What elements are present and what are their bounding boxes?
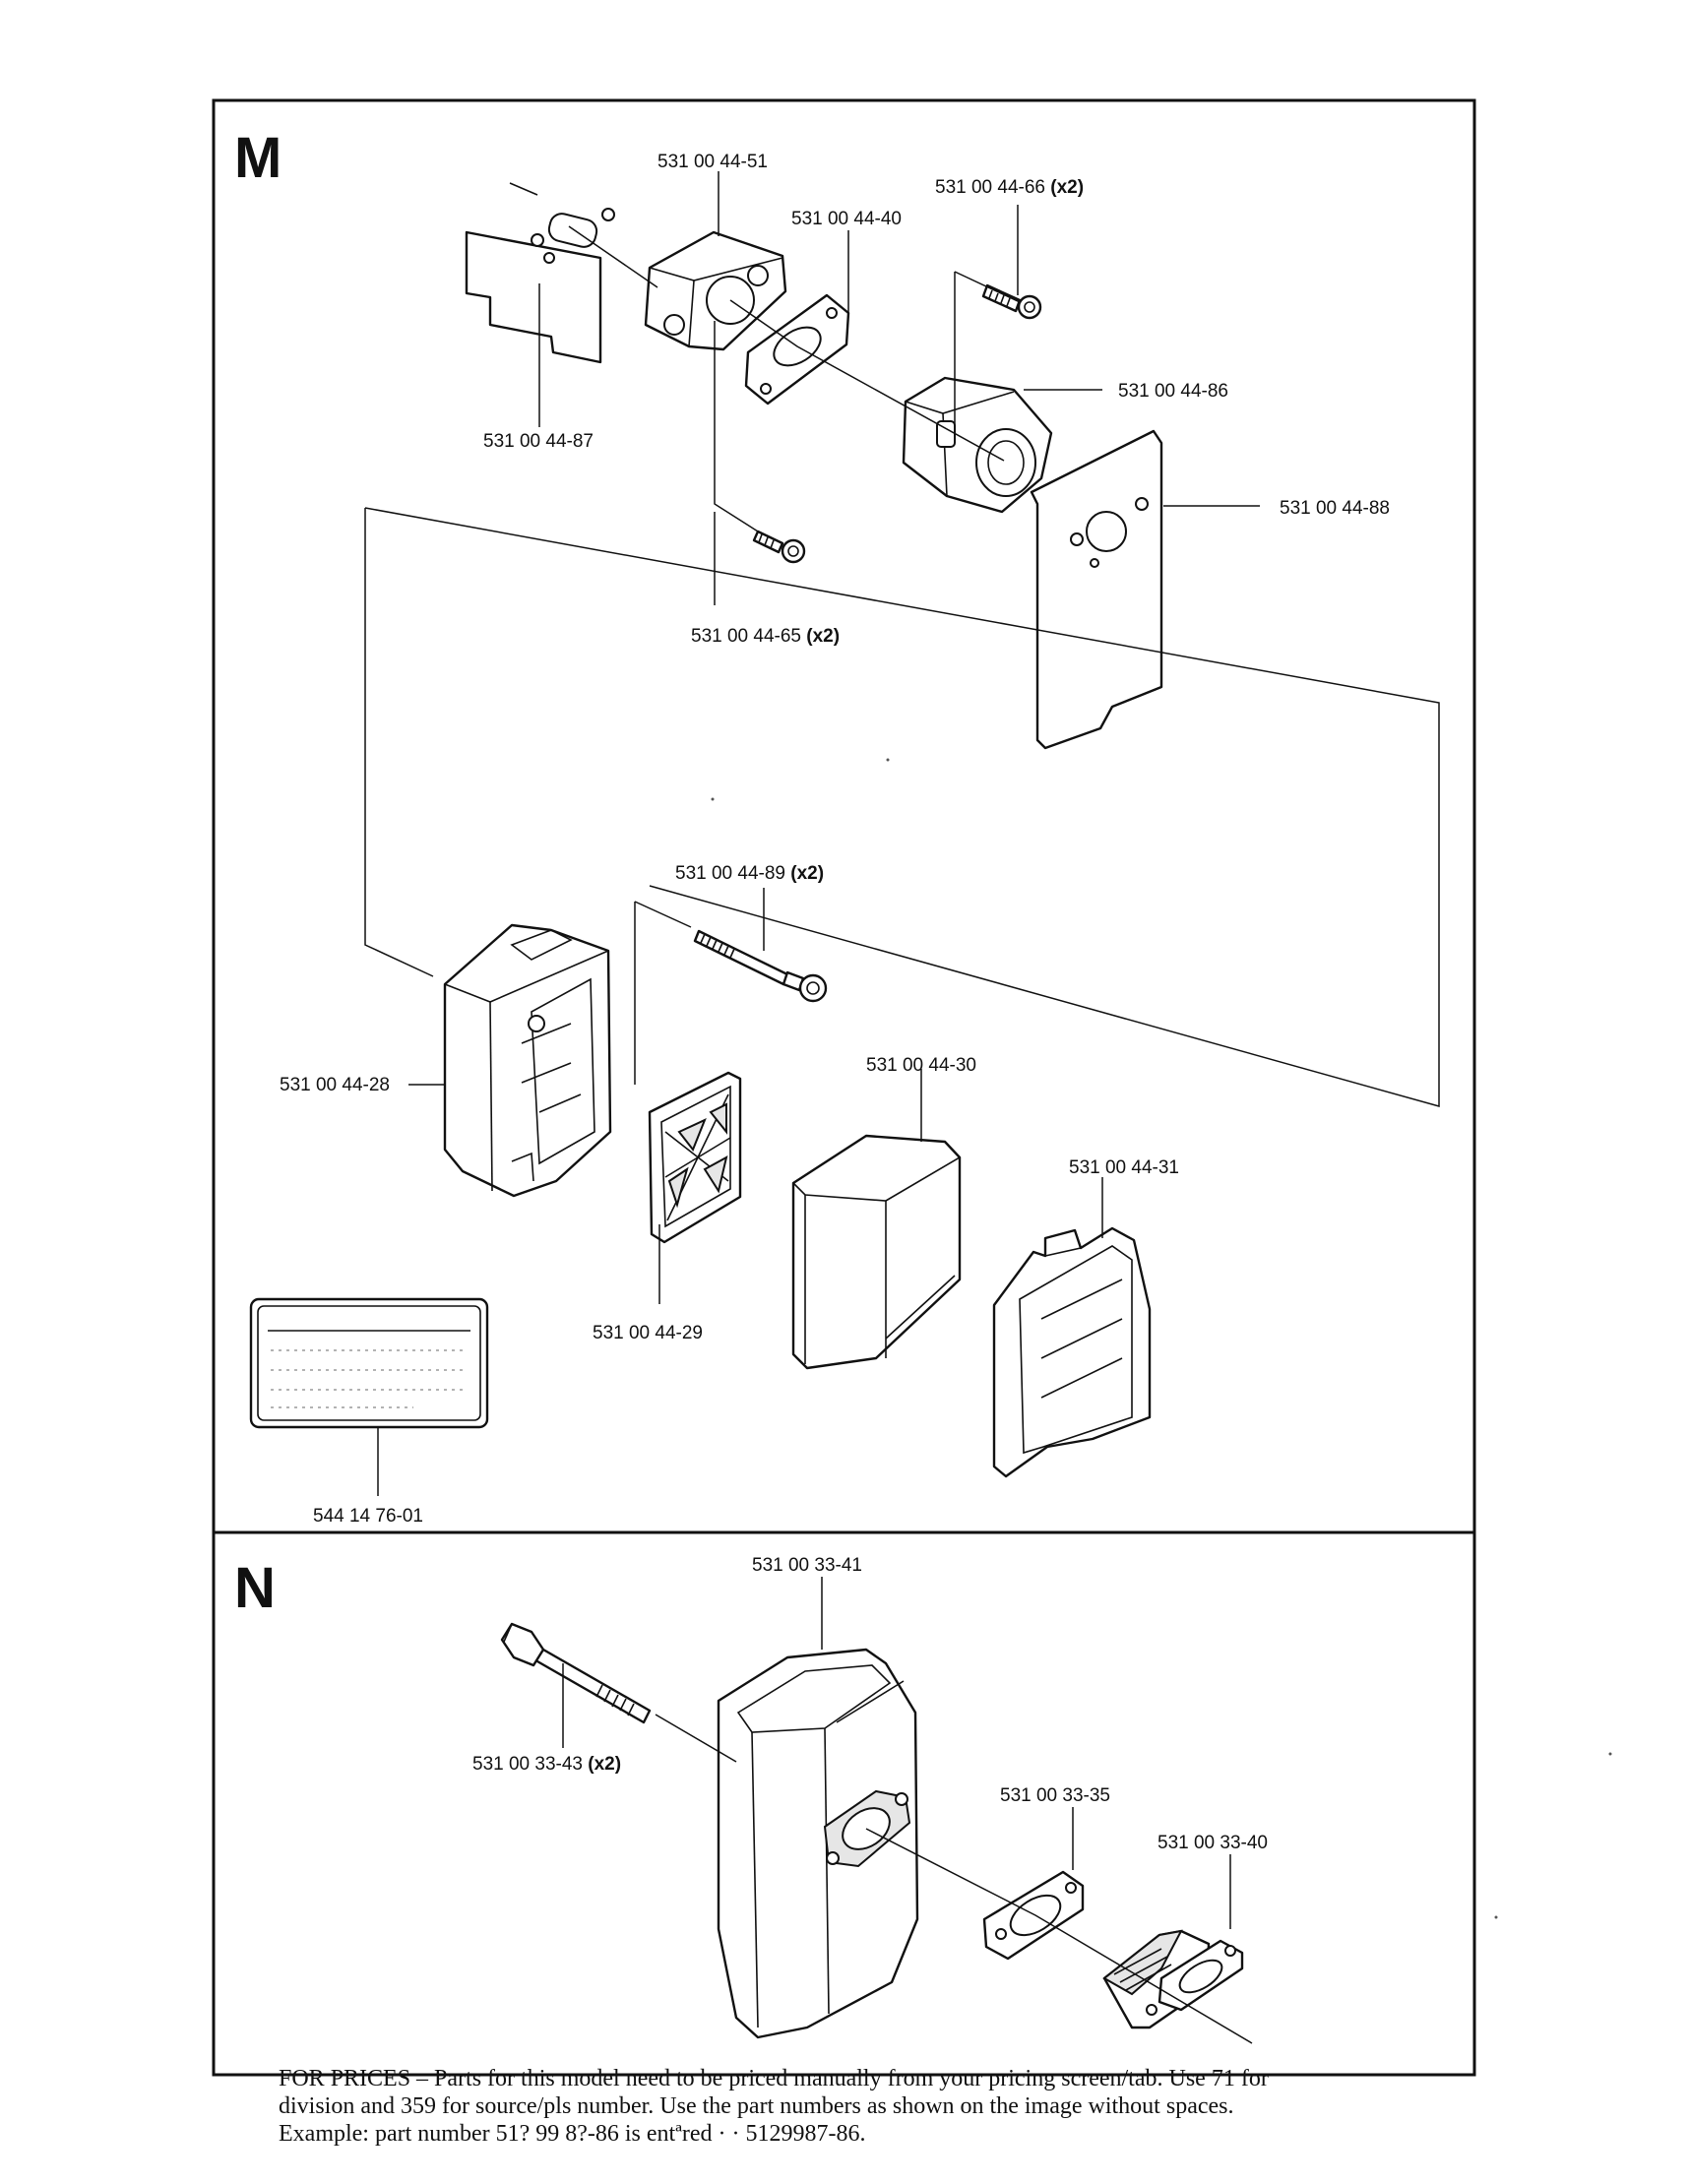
leader-lines-m [377, 171, 1260, 1496]
label-531-00-33-35: 531 00 33-35 [1000, 1785, 1110, 1806]
assembly-lines-upper [364, 182, 1440, 1107]
label-531-00-44-65: 531 00 44-65 (x2) [691, 626, 840, 647]
filter-grid-531-00-44-29-drawing [648, 1071, 742, 1244]
label-531-00-44-88: 531 00 44-88 [1280, 498, 1390, 519]
label-531-00-44-30: 531 00 44-30 [866, 1055, 976, 1076]
footer-line-2: division and 359 for source/pls number. … [279, 2093, 1234, 2119]
gasket-531-00-44-88-drawing [1030, 429, 1163, 750]
label-544-14-76-01: 544 14 76-01 [313, 1506, 423, 1527]
footer-line-3: Example: part number 51? 99 8?-86 is ent… [279, 2121, 866, 2147]
screw-531-00-44-65-drawing [752, 530, 806, 564]
label-531-00-44-66: 531 00 44-66 (x2) [935, 177, 1084, 198]
deflector-531-00-33-40-drawing [1102, 1929, 1244, 2029]
label-531-00-44-87: 531 00 44-87 [483, 431, 594, 452]
filter-housing-531-00-44-28-drawing [443, 923, 612, 1198]
labels-section-m: 531 00 44-51 531 00 44-66 (x2) 531 00 44… [280, 152, 1390, 1527]
label-531-00-44-31: 531 00 44-31 [1069, 1157, 1179, 1178]
label-531-00-33-41: 531 00 33-41 [752, 1555, 862, 1576]
section-n-letter: N [234, 1556, 276, 1620]
section-m-letter: M [234, 126, 282, 190]
muffler-531-00-33-41-drawing [717, 1648, 919, 2039]
footer-line-1: FOR PRICES – Parts for this model need t… [279, 2066, 1269, 2091]
screw-531-00-44-89-drawing [634, 901, 828, 1085]
insulator-531-00-44-86-drawing [902, 376, 1053, 514]
spacer-531-00-44-51-drawing [644, 230, 787, 351]
label-531-00-33-40: 531 00 33-40 [1157, 1833, 1268, 1853]
label-531-00-44-40: 531 00 44-40 [791, 209, 902, 229]
label-531-00-44-89: 531 00 44-89 (x2) [675, 863, 824, 884]
filter-element-531-00-44-30-drawing [791, 1134, 962, 1370]
filter-cover-531-00-44-31-drawing [992, 1226, 1152, 1478]
screw-531-00-44-66-drawing [981, 283, 1042, 320]
gasket-531-00-33-35-drawing [982, 1870, 1085, 1961]
leader-lines-n [562, 1577, 1253, 2044]
label-531-00-44-29: 531 00 44-29 [593, 1323, 703, 1343]
labels-section-n: 531 00 33-41 531 00 33-43 (x2) 531 00 33… [472, 1555, 1268, 1853]
label-531-00-33-43: 531 00 33-43 (x2) [472, 1754, 621, 1775]
section-n-frame [212, 1530, 1476, 2077]
bolt-531-00-33-43-drawing [500, 1622, 652, 1724]
label-531-00-44-28: 531 00 44-28 [280, 1075, 390, 1095]
pricing-footer-note: FOR PRICES – Parts for this model need t… [279, 2065, 1460, 2148]
label-531-00-44-86: 531 00 44-86 [1118, 381, 1228, 402]
decal-544-14-76-01-drawing [249, 1297, 489, 1429]
gasket-531-00-44-40-drawing [744, 293, 850, 406]
gasket-531-00-44-87-drawing [465, 208, 615, 364]
label-531-00-44-51: 531 00 44-51 [657, 152, 768, 172]
